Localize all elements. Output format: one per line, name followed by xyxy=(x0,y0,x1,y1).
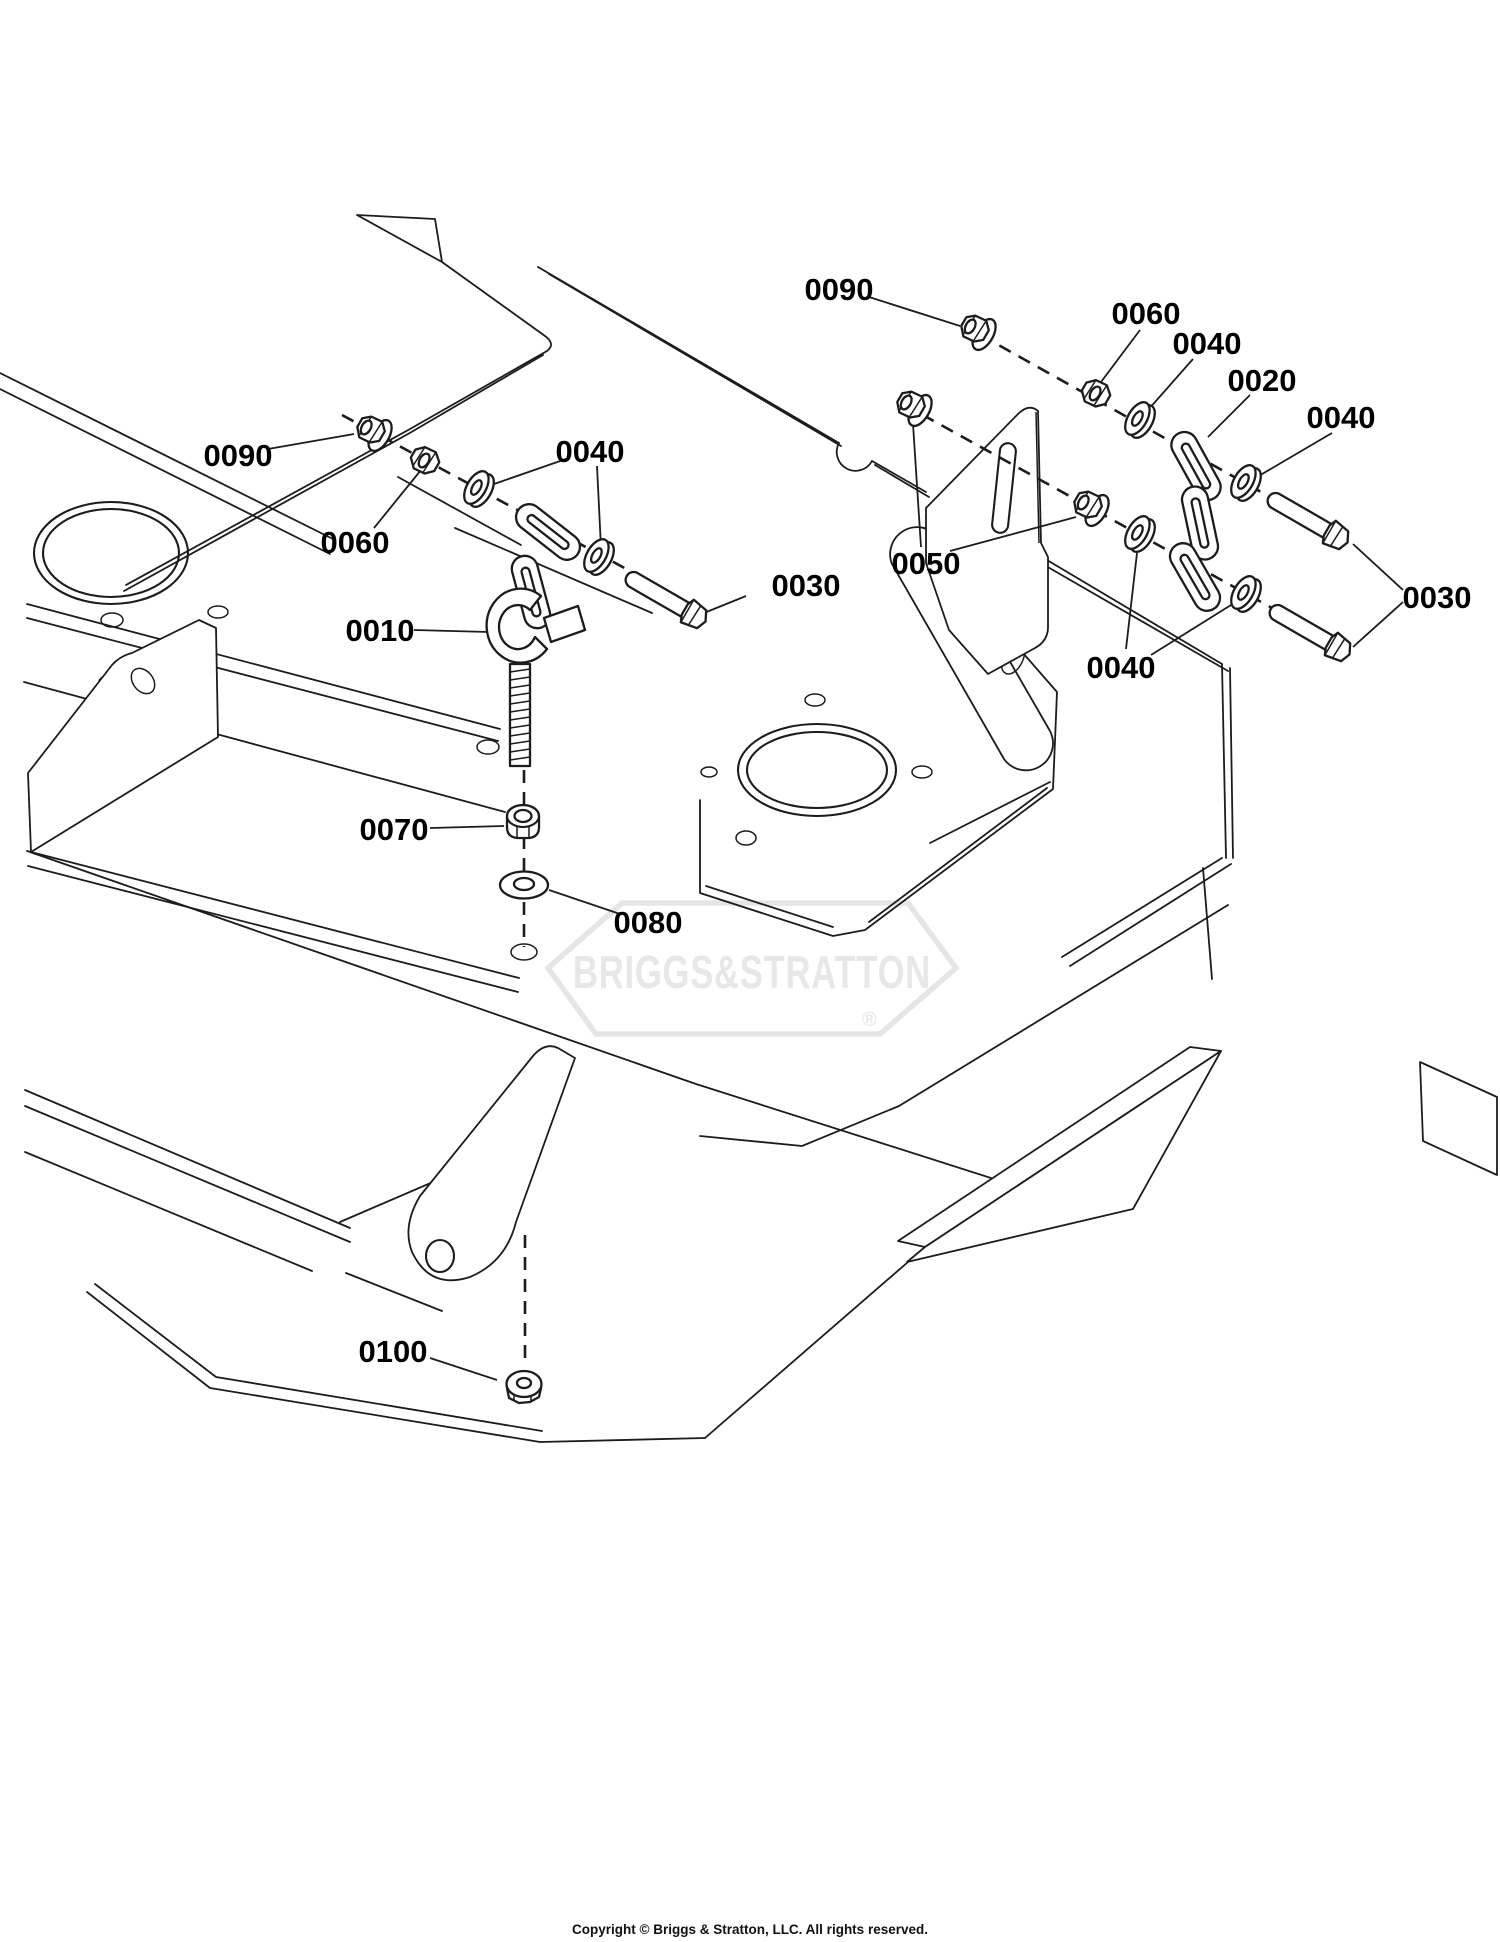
callout-labels: 0090 0060 0040 0010 0030 0070 0080 0100 … xyxy=(204,272,1472,1369)
copyright-line: Copyright © Briggs & Stratton, LLC. All … xyxy=(572,1922,928,1937)
bolt-0030 xyxy=(619,563,714,634)
callout-0090-left: 0090 xyxy=(204,438,273,473)
bolt-0030 xyxy=(1263,596,1358,667)
hook-eye xyxy=(485,587,587,664)
caster-arm-bracket xyxy=(407,1045,576,1282)
flange-nut-0100 xyxy=(505,1369,543,1405)
washer-0040 xyxy=(1119,397,1161,443)
front-bar xyxy=(24,1089,351,1272)
briggs-stratton-watermark: BRIGGS&STRATTON ® xyxy=(544,900,960,1037)
left-hanger-plate xyxy=(27,619,219,853)
washer-0040 xyxy=(458,466,500,512)
callout-0050: 0050 xyxy=(892,546,961,581)
washer-0040 xyxy=(1225,460,1267,506)
callout-0010: 0010 xyxy=(346,613,415,648)
watermark-text: BRIGGS&STRATTON xyxy=(573,946,931,998)
flange-nut-0090 xyxy=(953,306,1002,355)
callout-0030-left: 0030 xyxy=(772,568,841,603)
hex-nut-0070 xyxy=(505,803,541,840)
flange-nut-0090 xyxy=(349,407,398,456)
threaded-rod xyxy=(508,662,532,768)
bolt-0030 xyxy=(1261,484,1356,555)
callout-0100: 0100 xyxy=(359,1334,428,1369)
callout-0040-mid: 0040 xyxy=(1307,400,1376,435)
center-hardware xyxy=(498,803,550,900)
callout-0060-left: 0060 xyxy=(321,525,390,560)
bracket-slot xyxy=(991,442,1017,534)
callout-0080: 0080 xyxy=(614,905,683,940)
flange-nut-0050 xyxy=(1066,482,1115,531)
callout-0030-right: 0030 xyxy=(1403,580,1472,615)
hex-nut-0060 xyxy=(405,441,444,480)
washer-0080 xyxy=(498,870,550,900)
flange-nut-0050 xyxy=(889,382,938,431)
callout-0040-bottom: 0040 xyxy=(1087,650,1156,685)
callout-0060-right: 0060 xyxy=(1112,296,1181,331)
callout-0040-left: 0040 xyxy=(556,434,625,469)
mower-deck-outline xyxy=(0,214,1498,1443)
brand-diamond-icon xyxy=(544,900,960,1037)
left-chain-assembly-0010 xyxy=(485,497,587,768)
washer-0040 xyxy=(1119,511,1161,557)
registered-mark-icon: ® xyxy=(862,1009,877,1031)
callout-0020: 0020 xyxy=(1228,363,1297,398)
hex-nut-0060 xyxy=(1076,374,1115,413)
washer-0040 xyxy=(578,534,620,580)
right-chain-0020 xyxy=(1164,426,1227,617)
washer-0040 xyxy=(1225,571,1267,617)
callout-0040-top: 0040 xyxy=(1173,326,1242,361)
callout-0070: 0070 xyxy=(360,812,429,847)
leader-lines xyxy=(267,296,1404,1381)
callout-0090-right: 0090 xyxy=(805,272,874,307)
